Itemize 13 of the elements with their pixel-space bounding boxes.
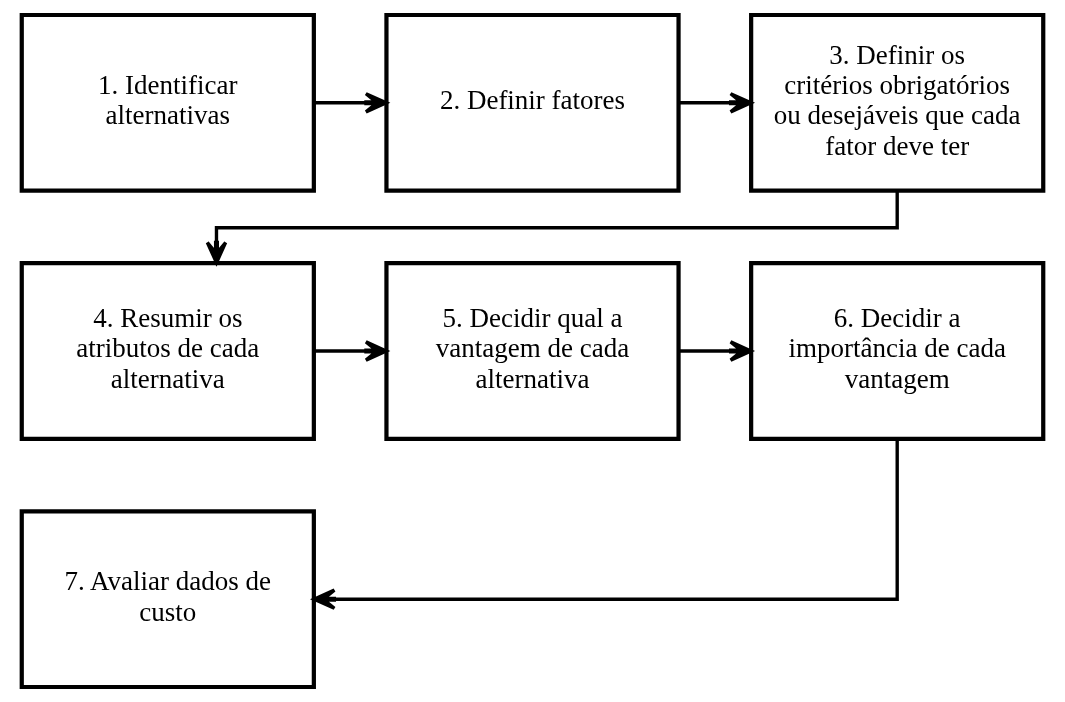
arrow bbox=[314, 340, 388, 362]
arrow bbox=[678, 92, 753, 114]
node-box: 4. Resumir os atributos de cada alternativa bbox=[19, 261, 316, 441]
node-box: 7. Avaliar dados de custo bbox=[19, 509, 316, 690]
node-box: 2. Definir fatores bbox=[384, 12, 681, 193]
arrow bbox=[312, 439, 899, 610]
node-box: 3. Definir os critérios obrigatórios ou desejáveis que cada fator deve ter bbox=[749, 12, 1046, 193]
node-box: 1. Identificar alternativas bbox=[19, 12, 316, 193]
arrow bbox=[205, 190, 899, 265]
node-box: 5. Decidir qual a vantagem de cada alternativa bbox=[384, 261, 681, 441]
arrow bbox=[678, 340, 753, 362]
node-box: 6. Decidir a importância de cada vantagem bbox=[749, 261, 1046, 441]
arrow bbox=[314, 92, 388, 114]
